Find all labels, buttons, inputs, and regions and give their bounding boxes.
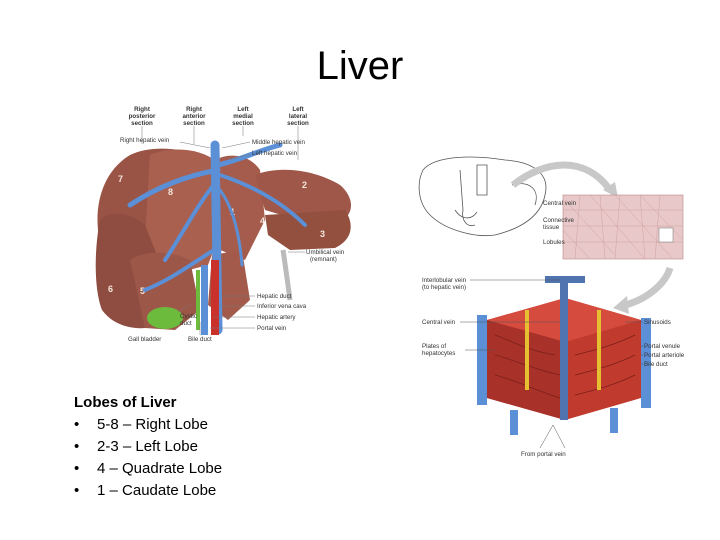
label-right-hepatic-vein: Right hepatic vein [120, 137, 170, 144]
list-item: •2-3 – Left Lobe [74, 438, 198, 455]
segment-2: 2 [302, 180, 307, 190]
hepatic-veins [127, 140, 307, 335]
label-central-vein: Central vein [422, 319, 456, 326]
segment-3: 3 [320, 229, 325, 239]
label-hepatic-artery: Hepatic artery [257, 314, 296, 321]
slide-title: Liver [316, 44, 404, 88]
label-left-hepatic-vein: Left hepatic vein [252, 150, 298, 157]
label-from-portal-vein: From portal vein [521, 451, 566, 458]
label-portal-arteriole: Portal arteriole [644, 352, 685, 359]
label-lobules: Lobules [543, 239, 565, 246]
label-bile-duct-lobule: Bile duct [644, 361, 668, 368]
label-inferior-vena-cava: Inferior vena cava [257, 303, 307, 310]
lobes-list: Lobes of Liver •5-8 – Right Lobe •2-3 – … [74, 392, 222, 502]
label-interlobular-vein: Interlobular vein(to hepatic vein) [422, 277, 467, 291]
list-item: •4 – Quadrate Lobe [74, 460, 223, 477]
segment-6: 6 [108, 284, 113, 294]
liver-lobes [95, 148, 352, 330]
liver-labels: Right hepatic vein Middle hepatic vein L… [120, 137, 345, 343]
label-bile-duct: Bile duct [188, 336, 212, 343]
liver-outline-sketch [418, 156, 547, 236]
portal-structures [196, 249, 293, 335]
label-umbilical-remnant: (remnant) [310, 256, 337, 263]
segment-5: 5 [140, 286, 145, 296]
lobule-3d-block [477, 276, 651, 435]
lobes-heading: Lobes of Liver [74, 394, 177, 411]
lobules-pattern [562, 194, 684, 260]
gallbladder [147, 307, 183, 329]
label-sinusoids: Sinusoids [644, 319, 671, 326]
label-gall-bladder: Gall bladder [128, 336, 161, 343]
list-item: •1 – Caudate Lobe [74, 482, 217, 499]
label-portal-vein: Portal vein [257, 325, 287, 332]
segment-8: 8 [168, 187, 173, 197]
label-umbilical-vein: Umbilical vein [306, 249, 345, 256]
segment-4: 4 [260, 216, 265, 226]
label-middle-hepatic-vein: Middle hepatic vein [252, 139, 306, 146]
label-central-vein-top: Central vein [543, 200, 577, 207]
label-portal-venule: Portal venule [644, 343, 681, 350]
label-hepatic-duct: Hepatic duct [257, 293, 292, 300]
lobule-labels: Interlobular vein(to hepatic vein) Centr… [422, 277, 685, 458]
segment-7: 7 [118, 174, 123, 184]
list-item: •5-8 – Right Lobe [74, 416, 208, 433]
